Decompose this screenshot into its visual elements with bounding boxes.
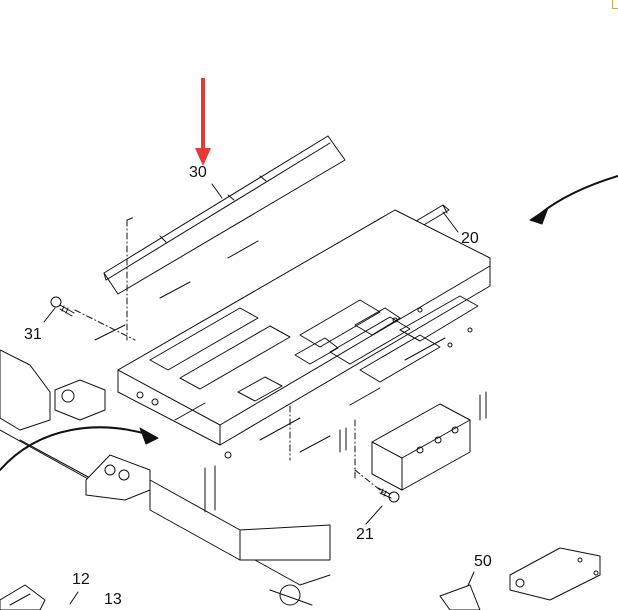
callout-21: 21: [356, 526, 374, 543]
part-50: [439, 547, 601, 610]
part-12-13: [0, 584, 46, 610]
callout-31: 31: [24, 326, 42, 343]
callout-50: 50: [474, 553, 492, 570]
left-bracket: [0, 349, 106, 481]
rotation-arrows: [0, 175, 618, 471]
callout-20: 20: [461, 230, 479, 247]
leader-lines: [43, 183, 475, 605]
part-30-cover-strip: [103, 135, 346, 295]
callout-30: 30: [189, 164, 207, 181]
callout-13: 13: [104, 591, 122, 608]
highlight-arrow-icon: [195, 78, 211, 166]
bottom-mount: [85, 454, 331, 606]
screw-21: [377, 487, 400, 503]
main-frame: [94, 209, 491, 459]
screw-31: [50, 296, 75, 317]
corner-marker: [612, 0, 618, 9]
callout-12: 12: [72, 571, 90, 588]
right-block: [339, 391, 487, 491]
